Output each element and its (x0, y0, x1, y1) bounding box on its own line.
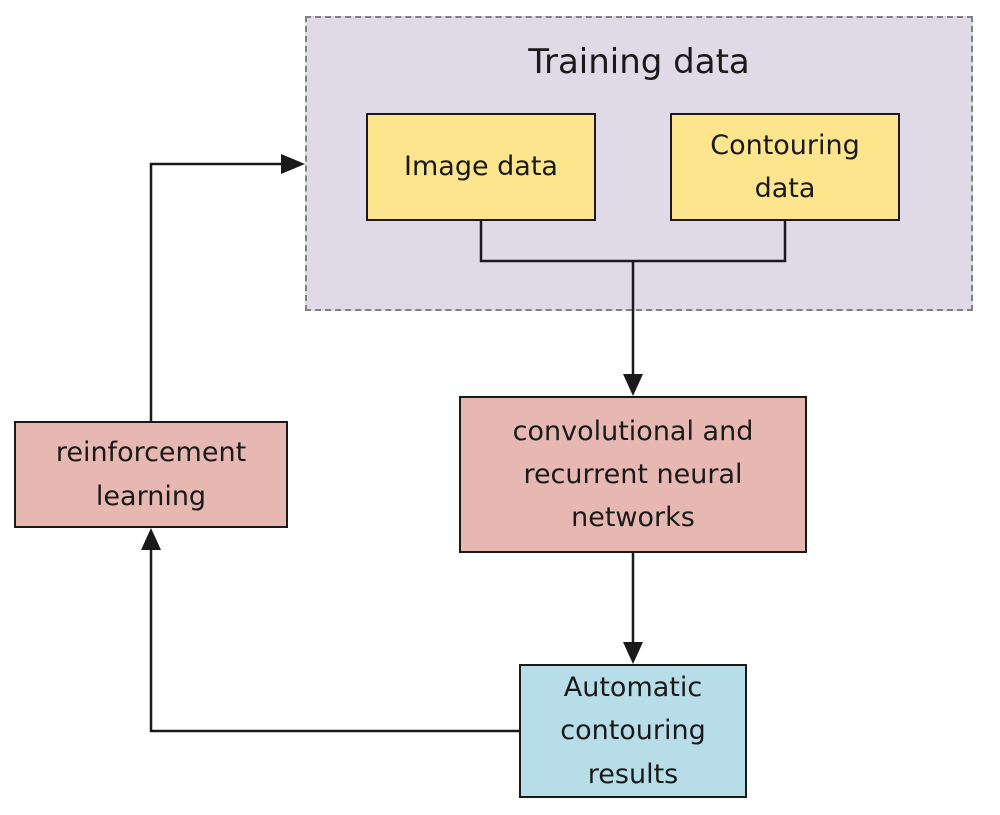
arrow-results-to-reinforcement (149, 550, 519, 733)
image-data-node: Image data (366, 113, 596, 221)
neural-networks-node: convolutional and recurrent neural netwo… (459, 396, 807, 553)
training-data-title: Training data (528, 42, 750, 82)
arrowhead-right-training (281, 154, 305, 174)
contouring-data-node: Contouring data (670, 113, 900, 221)
arrowhead-down-networks (623, 374, 643, 396)
arrowhead-down-results (623, 642, 643, 664)
merge-connector (479, 221, 787, 263)
arrow-reinforcement-to-training (149, 162, 283, 421)
reinforcement-learning-node: reinforcement learning (14, 421, 288, 528)
arrowhead-up-reinforcement (141, 528, 161, 550)
automatic-contouring-results-node: Automatic contouring results (519, 664, 747, 798)
